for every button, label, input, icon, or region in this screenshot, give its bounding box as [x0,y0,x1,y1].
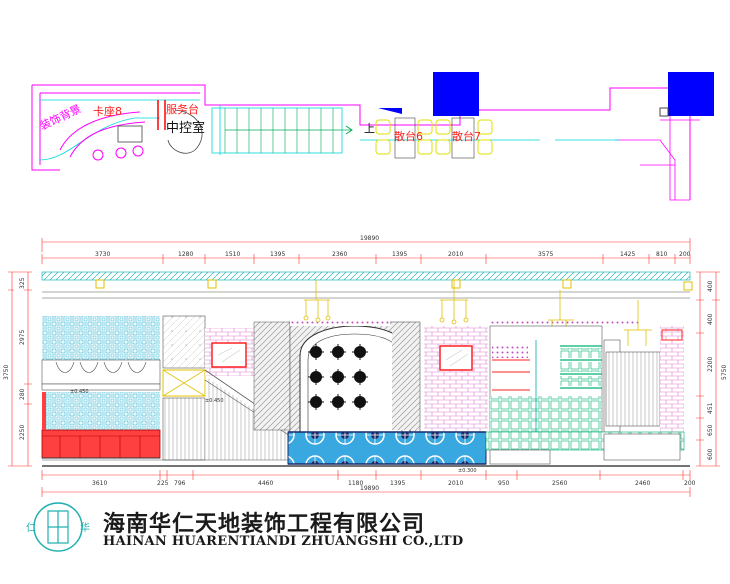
dim-top-2: 1510 [225,251,240,258]
booth-sofa-left [41,429,161,459]
plan-label-table7: 散台7 [452,129,481,143]
plan-outer-wall [32,84,691,200]
dim-bottom-3: 4460 [258,480,273,487]
mirror-frame-left [211,342,247,368]
dim-bottom-8: 2560 [552,480,567,487]
level-annotation-1: ±0.450 [70,389,89,395]
dim-left-4: 2250 [19,425,26,440]
company-logo: 仁 华 [26,502,90,552]
blue-column-2 [668,72,714,116]
chandelier-3 [548,290,574,336]
bar-shelves [489,325,603,433]
dim-left-3: 280 [19,388,26,400]
logo-char-left: 仁 [26,522,36,534]
column-panel [162,315,206,369]
stool [115,147,127,159]
chandelier-4 [624,300,652,346]
chandelier-2 [439,280,469,325]
company-name-cn: 海南华仁天地装饰工程有限公司 [103,511,426,537]
dim-right-2: 2200 [707,357,714,372]
dim-left-1: 2975 [19,330,26,345]
dim-right-6: 600 [707,448,714,460]
staircase-elevation [204,321,291,460]
plan-label-decor-wall: 装饰背景 [37,101,83,132]
dim-top-10: 200 [679,251,691,258]
dim-top-4: 2360 [332,251,347,258]
ceiling-cornice [41,271,691,281]
pink-brick-wall-right [424,326,488,432]
dim-bottom-9: 2460 [635,480,650,487]
logo-char-right: 华 [80,521,90,534]
dim-top-7: 3575 [538,251,553,258]
dim-top-1: 1280 [178,251,193,258]
dim-right-0: 400 [707,280,714,292]
elevation: ±0.450 ±0.450 ±0.300 [41,271,693,474]
dimension-lines [8,238,720,497]
blue-column-1 [433,72,479,116]
dim-bottom-5: 1395 [390,480,405,487]
dim-bottom-6: 2010 [448,480,463,487]
dim-top-8: 1425 [620,251,635,258]
chandelier-1 [303,280,331,323]
dim-right-4: 451 [707,402,714,414]
dim-total-top: 19890 [360,235,379,242]
plan-label-service-desk: 服务台 [166,102,199,116]
dim-top-0: 3730 [95,251,110,258]
plan-label-control-room: 中控室 [166,120,205,136]
stool [92,149,104,161]
dim-bottom-7: 950 [498,480,510,487]
dim-total-bottom: 19890 [360,485,379,492]
level-annotation-2: ±0.450 [205,398,224,404]
dim-right-3: 5750 [721,365,728,380]
dim-bottom-10: 200 [684,480,696,487]
level-annotation-3: ±0.300 [458,468,477,474]
dim-right-1: 400 [707,313,714,325]
bar-counter-rail [287,431,487,465]
dimension-text: 19890 19890 3730 1280 1510 1395 2360 139… [3,235,728,492]
booth-wall-left [42,316,160,360]
right-partition [605,351,661,427]
dim-left-2: 3750 [3,365,10,380]
feature-wall [289,321,421,433]
company-name-en: HAINAN HUARENTIANDI ZHUANGSHI CO.,LTD [103,534,464,549]
floor-plan: 装饰背景 卡座8 服务台 中控室 上 散台6 散台7 [31,72,714,201]
plan-inner-wall [31,85,200,171]
dim-top-3: 1395 [270,251,285,258]
plan-label-booth8: 卡座8 [93,104,122,118]
dim-top-6: 2010 [448,251,463,258]
booth8-seat [59,111,146,158]
stool [132,145,144,157]
dim-bottom-2: 796 [174,480,186,487]
dim-top-9: 810 [656,251,668,258]
stair-plan [211,107,353,154]
dim-bottom-4: 1180 [348,480,363,487]
table-group [375,117,493,159]
plan-label-up: 上 [364,122,375,135]
mirror-frame-right [439,345,473,371]
dim-bottom-1: 225 [157,480,169,487]
plan-label-table6: 散台6 [394,129,423,143]
dim-left-0: 325 [19,277,26,289]
dim-right-5: 650 [707,424,714,436]
dim-bottom-0: 3610 [92,480,107,487]
dim-top-5: 1395 [392,251,407,258]
